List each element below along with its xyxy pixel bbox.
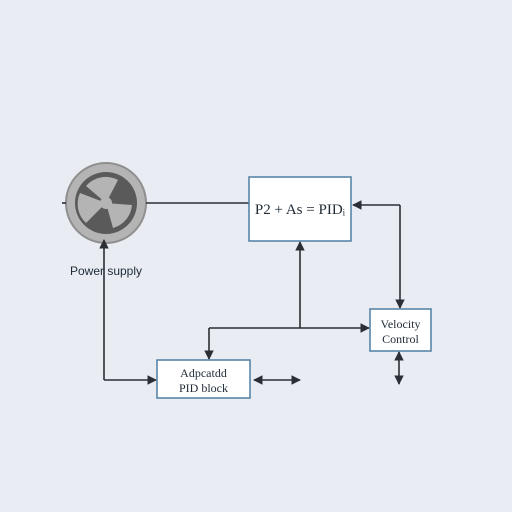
adaptive-pid-label-line2: PID block <box>179 381 228 395</box>
velocity-control-box <box>369 308 432 352</box>
power-supply-label: Power supply <box>70 264 142 278</box>
pid-formula-label: P2 + As = PIDᵢ <box>255 202 346 218</box>
adaptive-pid-box <box>156 359 251 399</box>
adaptive-pid-label-line1: Adpcatdd <box>180 366 227 380</box>
fan-icon <box>65 162 147 244</box>
velocity-control-label-line1: Velocity <box>381 317 421 331</box>
pid-formula-box <box>248 176 352 242</box>
velocity-control-label-line2: Control <box>382 332 419 346</box>
